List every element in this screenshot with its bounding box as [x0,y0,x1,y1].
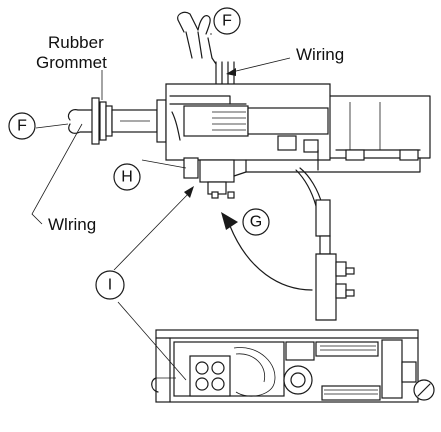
rubber-grommet-label-2: Grommet [36,53,107,72]
side-bracket [295,139,355,321]
callout-circles: F F H G I [8,7,270,300]
upper-assembly [67,11,431,321]
callout-i: I [95,270,125,300]
switch-housing [165,83,431,173]
callout-f-left: F [8,112,36,140]
svg-text:G: G [250,214,262,231]
callout-h: H [113,163,141,191]
svg-text:F: F [222,13,232,30]
svg-text:I: I [108,277,112,294]
wiring-label-bottom: Wlring [48,215,96,234]
wiring-label-top: Wiring [296,45,344,64]
text-labels: Rubber Grommet Wiring Wlring [36,33,344,234]
shaft-and-grommet [67,97,167,145]
callout-f-top: F [213,7,241,35]
rubber-grommet-label-1: Rubber [48,33,104,52]
callout-g: G [242,208,270,236]
lower-assembly [151,329,435,403]
svg-text:F: F [17,118,27,135]
motion-arrow [221,212,313,291]
leader-lines [31,33,291,381]
switch-body [183,157,247,199]
svg-text:H: H [121,169,133,186]
